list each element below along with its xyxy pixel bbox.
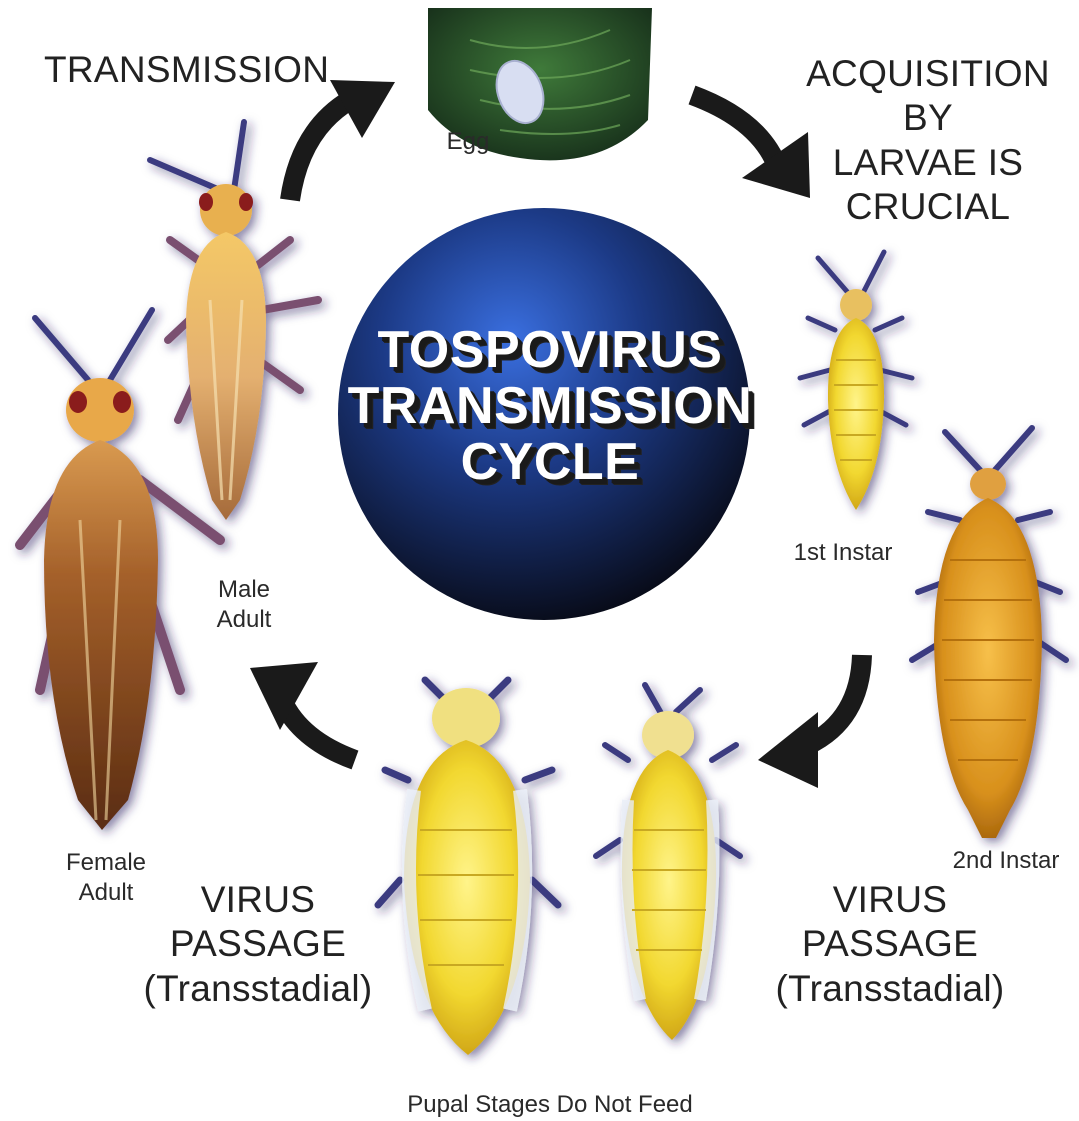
first-instar-label: 1st Instar — [778, 538, 908, 568]
acquisition-label: ACQUISITION BY LARVAE IS CRUCIAL — [778, 52, 1078, 230]
egg-label: Egg — [428, 127, 508, 157]
prepupa — [596, 685, 740, 1040]
arrow-to-adult — [250, 662, 355, 760]
first-instar-larva — [800, 252, 912, 510]
transmission-label: TRANSMISSION — [44, 48, 314, 92]
pupal-stages-label: Pupal Stages Do Not Feed — [340, 1090, 760, 1120]
pupa — [378, 680, 558, 1055]
arrow-transmission — [290, 80, 395, 200]
center-title: TOSPOVIRUS TRANSMISSION CYCLE — [340, 322, 760, 490]
center-title-line-1: TOSPOVIRUS — [340, 322, 760, 378]
virus-passage-right-label: VIRUS PASSAGE (Transstadial) — [770, 878, 1010, 1011]
second-instar-larva — [912, 428, 1066, 838]
male-adult-label: Male Adult — [194, 575, 294, 635]
arrow-to-pupa — [758, 655, 862, 788]
center-title-line-3: CYCLE — [340, 434, 760, 490]
virus-passage-left-label: VIRUS PASSAGE (Transstadial) — [140, 878, 376, 1011]
center-title-line-2: TRANSMISSION — [340, 378, 760, 434]
second-instar-label: 2nd Instar — [936, 846, 1076, 876]
